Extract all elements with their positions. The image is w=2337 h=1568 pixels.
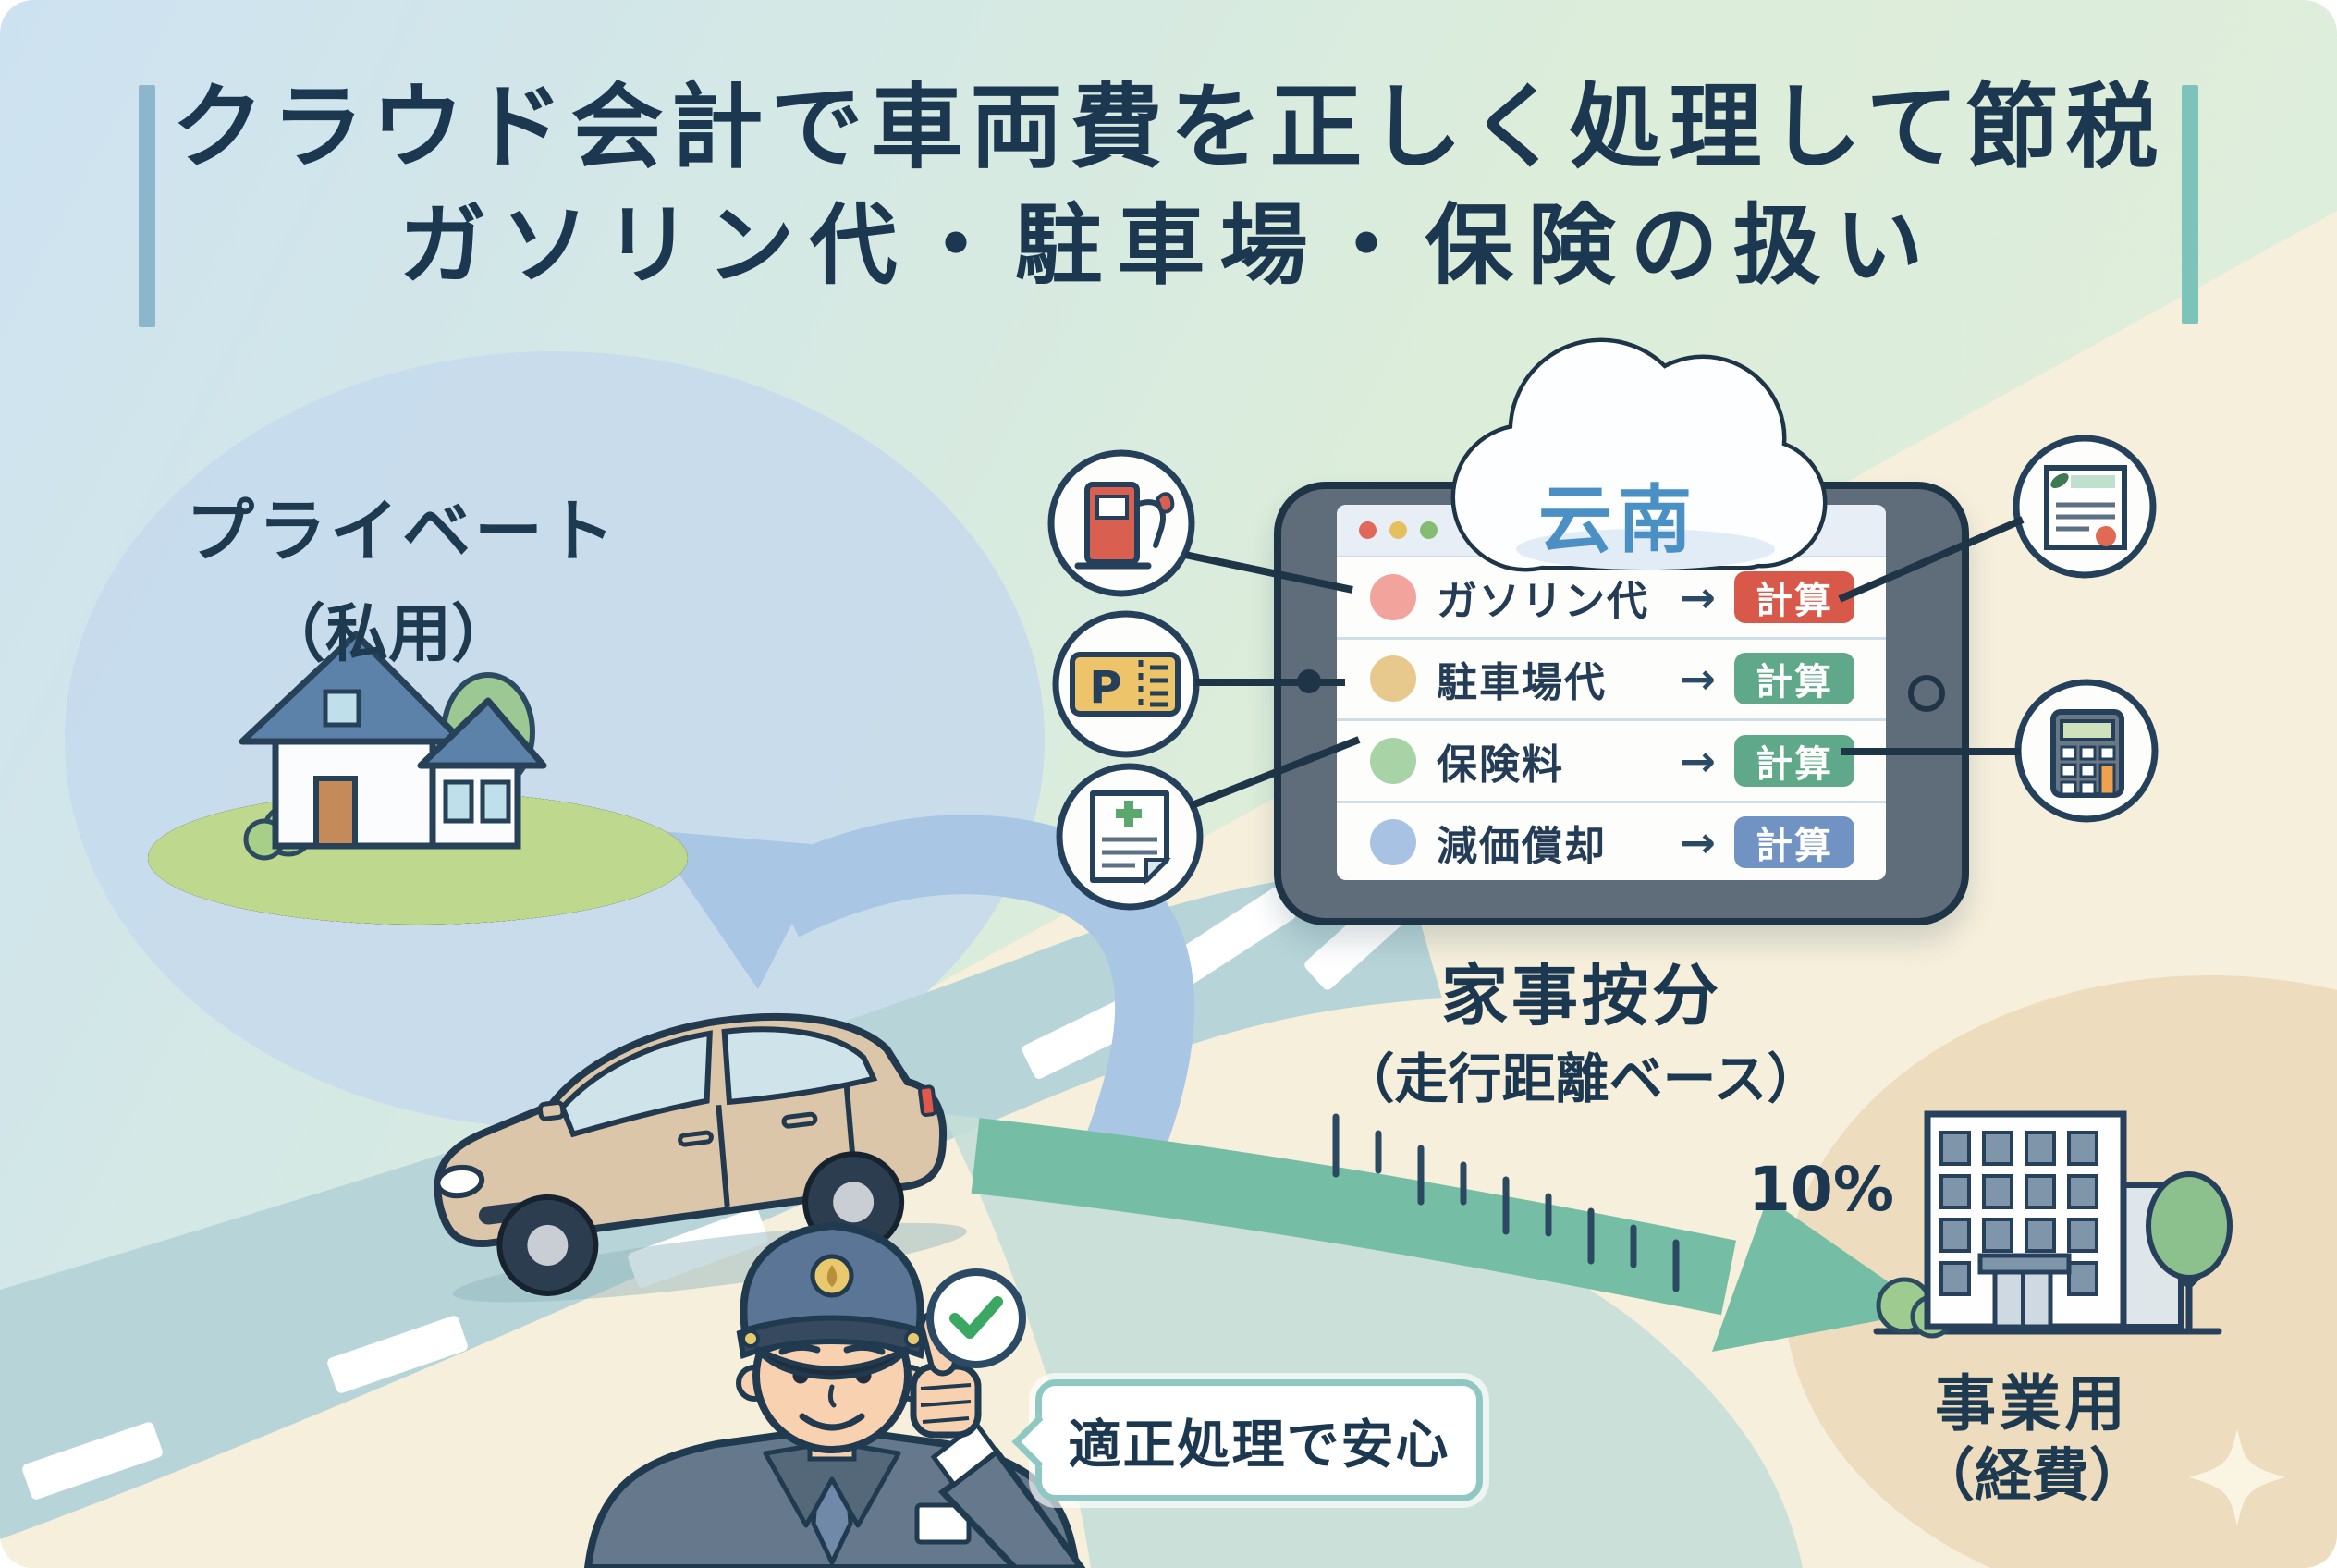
expense-row-insurance[interactable]: 保険料 → 計算 (1337, 718, 1886, 801)
title-line-2: ガソリン代・駐車場・保険の扱い (398, 195, 1939, 297)
cloud-app-name: 云南 (1538, 477, 1697, 563)
expense-list: ガソリン代 → 計算 駐車場代 → 計算 保険料 → 計算 (1337, 557, 1886, 880)
calculate-button-gasoline[interactable]: 計算 (1734, 570, 1854, 623)
business-zone-label-line1: 事業用 (1935, 1368, 2129, 1439)
approval-check-badge (926, 1268, 1026, 1368)
apportionment-label-line2: （走行距離ベース） (1340, 1047, 1821, 1110)
sparkle-decoration (2189, 1428, 2285, 1526)
arrow-right-icon: → (1680, 654, 1716, 704)
expense-row-parking[interactable]: 駐車場代 → 計算 (1337, 636, 1886, 719)
expense-row-depreciation[interactable]: 減価償却 → 計算 (1337, 800, 1886, 881)
check-icon (949, 1296, 1003, 1339)
business-zone-label-line2: （経費） (1916, 1441, 2147, 1509)
expense-dot (1370, 819, 1416, 866)
house-illustration (148, 631, 688, 925)
apportionment-percent: 10% (1748, 1154, 1894, 1225)
speech-bubble-text: 適正処理で安心 (1068, 1415, 1450, 1476)
expense-dot (1370, 737, 1416, 784)
title-accent-bar-left (139, 85, 155, 327)
private-zone-label-line2: （私用） (262, 598, 514, 671)
gas-pump-icon (1047, 449, 1195, 597)
parking-letter: P (1089, 662, 1121, 714)
expense-dot (1370, 573, 1416, 620)
apportionment-label-line1: 家事按分 (1440, 957, 1722, 1035)
title-accent-bar-right (2182, 85, 2198, 324)
arrow-right-icon: → (1680, 817, 1716, 868)
expense-label: ガソリン代 (1437, 577, 1649, 625)
calculate-button-insurance[interactable]: 計算 (1734, 734, 1854, 787)
speech-bubble: 適正処理で安心 (1011, 1379, 1483, 1501)
expense-dot (1370, 655, 1416, 703)
window-dot-green[interactable] (1420, 521, 1438, 539)
page-title: クラウド会計で車両費を正しく処理して節税 ガソリン代・駐車場・保険の扱い (0, 65, 2337, 304)
window-dot-red[interactable] (1359, 521, 1377, 539)
arrow-right-icon: → (1680, 735, 1716, 786)
arrow-right-icon: → (1680, 571, 1716, 622)
calculator-icon (2014, 679, 2159, 823)
expense-label: 駐車場代 (1437, 659, 1607, 707)
expense-label: 減価償却 (1437, 823, 1607, 871)
certificate-document-icon (2013, 435, 2157, 579)
calculate-button-parking[interactable]: 計算 (1734, 653, 1854, 705)
green-arrow-business (971, 1118, 1930, 1352)
driver-character (583, 1221, 1086, 1568)
mileage-tick-marks (1332, 1113, 1680, 1292)
insurance-document-icon (1056, 763, 1204, 911)
private-zone-label-line1: プライベート (186, 492, 618, 571)
window-dot-yellow[interactable] (1389, 521, 1407, 539)
blue-arrow-private (649, 815, 1195, 1209)
calculate-button-depreciation[interactable]: 計算 (1734, 816, 1854, 869)
office-building-illustration (1873, 1110, 2233, 1339)
parking-ticket-icon: P (1052, 610, 1200, 758)
expense-row-gasoline[interactable]: ガソリン代 → 計算 (1337, 557, 1886, 637)
tablet-home-button[interactable] (1908, 675, 1945, 712)
title-line-1: クラウド会計で車両費を正しく処理して節税 (171, 73, 2166, 181)
expense-label: 保険料 (1437, 741, 1564, 789)
